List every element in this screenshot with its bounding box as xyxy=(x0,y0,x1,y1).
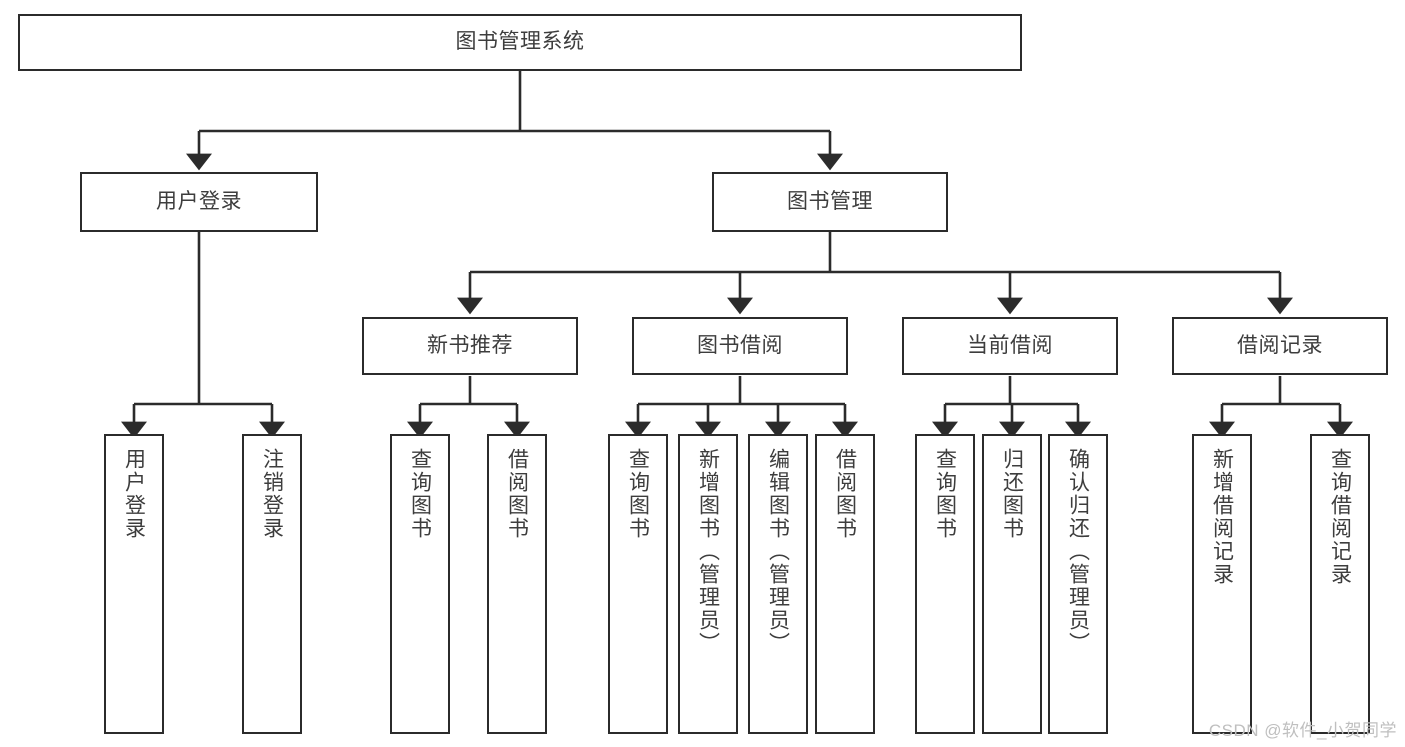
node-label: 确认归还（管理员） xyxy=(1066,448,1090,655)
leaf-new-book-query[interactable]: 查询图书 xyxy=(390,434,450,734)
node-label: 查询借阅记录 xyxy=(1328,448,1352,586)
leaf-book-borrow-add[interactable]: 新增图书（管理员） xyxy=(678,434,738,734)
node-label: 图书借阅 xyxy=(697,333,783,357)
node-book-management[interactable]: 图书管理 xyxy=(712,172,948,232)
node-root-system[interactable]: 图书管理系统 xyxy=(18,14,1022,71)
node-label: 新增图书（管理员） xyxy=(696,448,720,655)
leaf-new-book-borrow[interactable]: 借阅图书 xyxy=(487,434,547,734)
node-label: 借阅图书 xyxy=(833,448,857,540)
node-new-book-recommend[interactable]: 新书推荐 xyxy=(362,317,578,375)
node-current-borrow[interactable]: 当前借阅 xyxy=(902,317,1118,375)
node-label: 注销登录 xyxy=(260,448,284,540)
node-label: 图书管理 xyxy=(787,189,873,213)
leaf-current-borrow-confirm-return[interactable]: 确认归还（管理员） xyxy=(1048,434,1108,734)
leaf-book-borrow-edit[interactable]: 编辑图书（管理员） xyxy=(748,434,808,734)
connector-lines xyxy=(121,71,1353,439)
node-label: 归还图书 xyxy=(1000,448,1024,540)
node-label: 新书推荐 xyxy=(427,333,513,357)
node-label: 编辑图书（管理员） xyxy=(766,448,790,655)
leaf-user-login-logout[interactable]: 注销登录 xyxy=(242,434,302,734)
leaf-book-borrow-borrow[interactable]: 借阅图书 xyxy=(815,434,875,734)
node-borrow-record[interactable]: 借阅记录 xyxy=(1172,317,1388,375)
node-label: 图书管理系统 xyxy=(455,30,585,54)
leaf-current-borrow-query[interactable]: 查询图书 xyxy=(915,434,975,734)
leaf-user-login-login[interactable]: 用户登录 xyxy=(104,434,164,734)
node-label: 用户登录 xyxy=(156,189,242,213)
watermark-text: CSDN @软件_小贺同学 xyxy=(1208,721,1397,740)
leaf-current-borrow-return[interactable]: 归还图书 xyxy=(982,434,1042,734)
node-label: 借阅记录 xyxy=(1237,333,1323,357)
leaf-borrow-record-query[interactable]: 查询借阅记录 xyxy=(1310,434,1370,734)
node-label: 用户登录 xyxy=(122,448,146,540)
node-label: 借阅图书 xyxy=(505,448,529,540)
node-label: 新增借阅记录 xyxy=(1210,448,1234,586)
node-book-borrow[interactable]: 图书借阅 xyxy=(632,317,848,375)
node-label: 查询图书 xyxy=(626,448,650,540)
node-label: 查询图书 xyxy=(408,448,432,540)
leaf-book-borrow-query[interactable]: 查询图书 xyxy=(608,434,668,734)
node-user-login[interactable]: 用户登录 xyxy=(80,172,318,232)
node-label: 当前借阅 xyxy=(967,333,1053,357)
leaf-borrow-record-add[interactable]: 新增借阅记录 xyxy=(1192,434,1252,734)
node-label: 查询图书 xyxy=(933,448,957,540)
